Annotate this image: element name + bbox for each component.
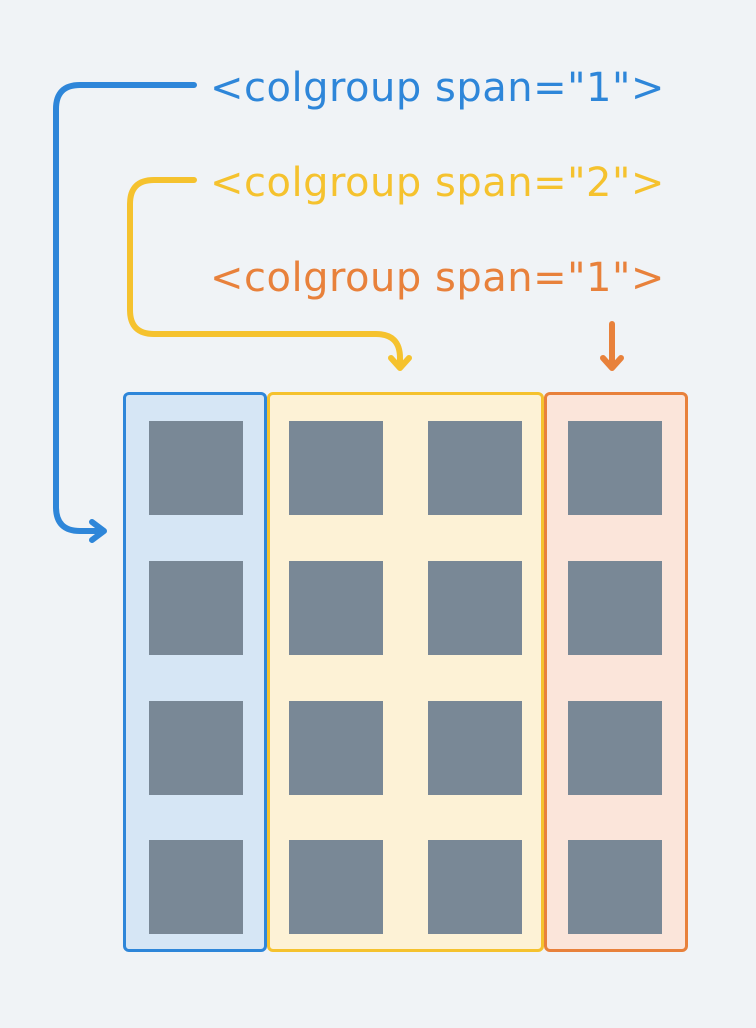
table-cell [568, 840, 662, 934]
colgroup-label-3: <colgroup span="1"> [210, 255, 665, 301]
table-cell [149, 840, 243, 934]
connector-arrow-group-2 [127, 177, 403, 365]
table-cell [289, 561, 383, 655]
table-cell [289, 421, 383, 515]
colgroup-label-2: <colgroup span="2"> [210, 160, 665, 206]
connector-arrow-group-1 [53, 82, 197, 534]
table-cell [289, 701, 383, 795]
table-cell [568, 421, 662, 515]
table-cell [568, 701, 662, 795]
table-cell [428, 561, 522, 655]
arrowhead-group-3 [600, 355, 624, 371]
table-cell [149, 701, 243, 795]
table-cell [149, 561, 243, 655]
table-cell [428, 840, 522, 934]
table-cell [428, 701, 522, 795]
table-cell [149, 421, 243, 515]
table-cell [428, 421, 522, 515]
colgroup-label-1: <colgroup span="1"> [210, 65, 665, 111]
table-cell [289, 840, 383, 934]
arrowhead-group-2 [388, 355, 412, 371]
table-cell [568, 561, 662, 655]
arrowhead-group-1 [89, 519, 107, 543]
